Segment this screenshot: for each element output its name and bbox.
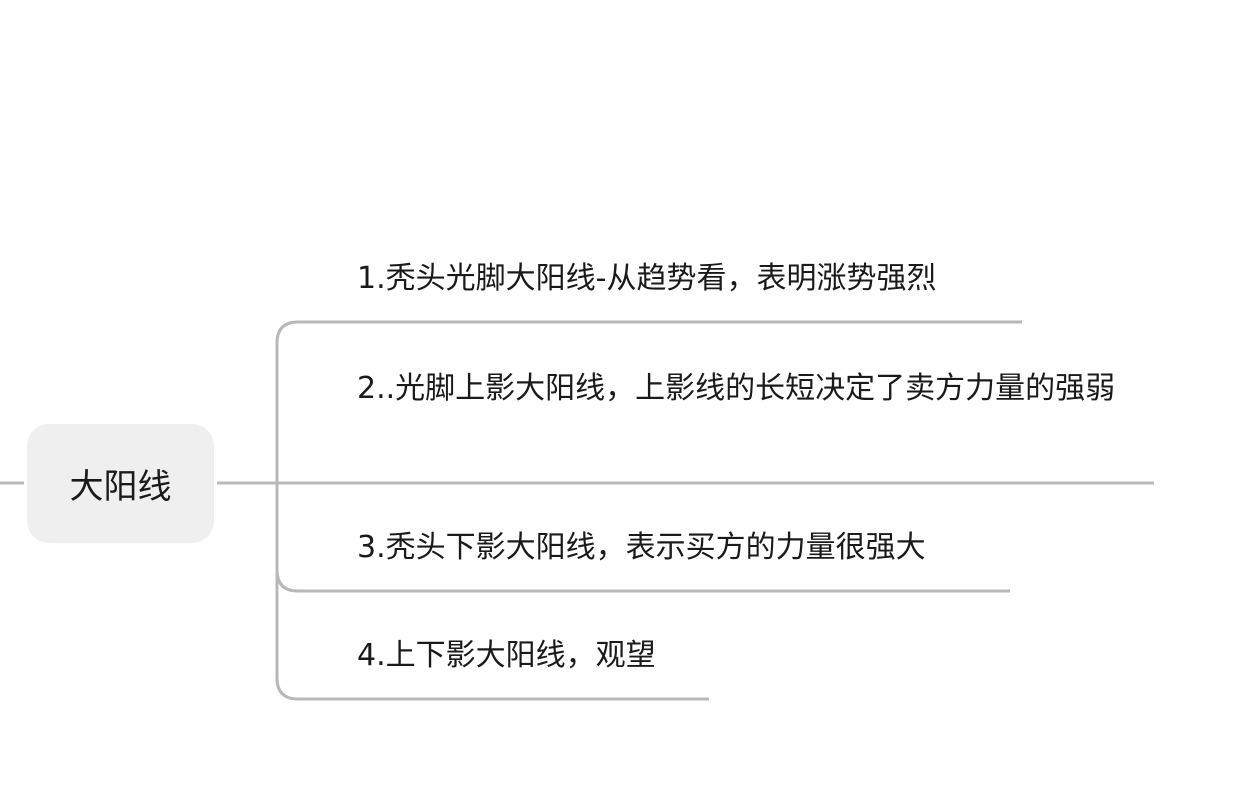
branch-topic-4[interactable]: 4.上下影大阳线，观望 bbox=[357, 638, 656, 673]
branch-4-connector bbox=[275, 483, 709, 701]
root-topic-node[interactable]: 大阳线 bbox=[27, 424, 214, 543]
branch-topic-1[interactable]: 1.秃头光脚大阳线-从趋势看，表明涨势强烈 bbox=[357, 261, 937, 296]
root-topic-label: 大阳线 bbox=[69, 467, 172, 507]
branch-topic-2[interactable]: 2..光脚上影大阳线，上影线的长短决定了卖方力量的强弱 bbox=[357, 371, 1116, 406]
branch-topic-3[interactable]: 3.秃头下影大阳线，表示买方的力量很强大 bbox=[357, 530, 926, 565]
branch-1-connector bbox=[275, 320, 1022, 483]
